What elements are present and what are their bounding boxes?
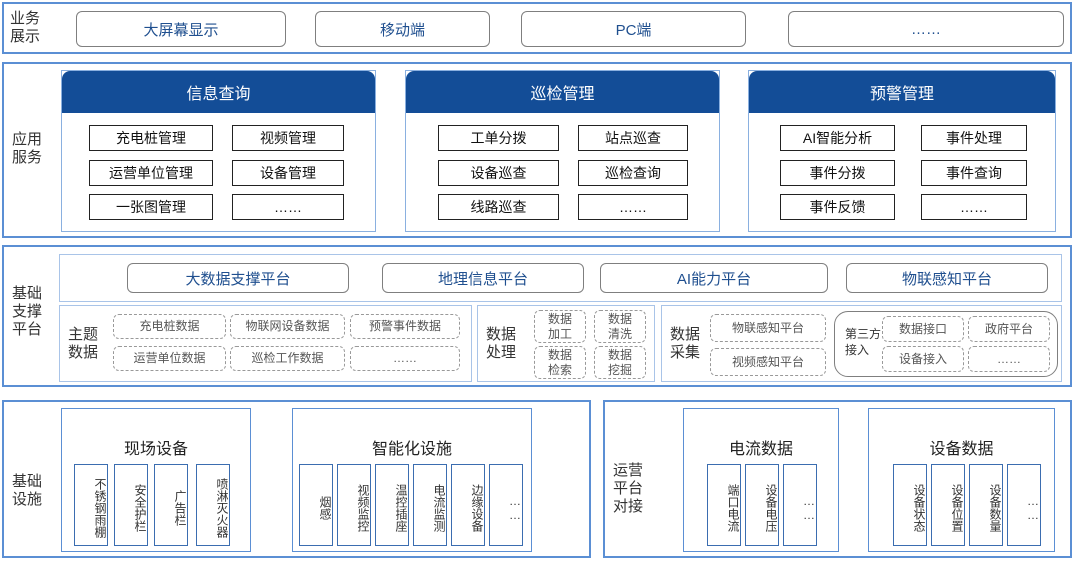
third-party-label: 第三方 接入 xyxy=(845,327,882,357)
application-layer: 应用 服务 信息查询 充电桩管理 视频管理 运营单位管理 设备管理 一张图管理 … xyxy=(2,62,1072,238)
card-info-query: 信息查询 充电桩管理 视频管理 运营单位管理 设备管理 一张图管理 …… xyxy=(61,70,376,232)
current-item-port: 端口电流 xyxy=(707,464,741,546)
application-label: 应用 服务 xyxy=(12,131,43,166)
warning-item-more: …… xyxy=(921,194,1027,220)
processing-item-search: 数据 检索 xyxy=(534,346,586,379)
inspection-item-site: 站点巡查 xyxy=(578,125,688,151)
field-item-canopy: 不锈钢雨棚 xyxy=(74,464,108,546)
collection-item-iot: 物联感知平台 xyxy=(710,314,826,342)
card-warning-title: 预警管理 xyxy=(749,71,1055,113)
data-collection-section: 数据 采集 物联感知平台 视频感知平台 第三方 接入 数据接口 政府平台 设备接… xyxy=(661,305,1062,382)
data-processing-section: 数据 处理 数据 加工 数据 清洗 数据 检索 数据 挖掘 xyxy=(477,305,655,382)
current-data-group: 电流数据 端口电流 设备电压 …… xyxy=(683,408,839,552)
field-item-billboard: 广告栏 xyxy=(154,464,188,546)
third-party-item-gov: 政府平台 xyxy=(968,316,1050,342)
theme-item-more: …… xyxy=(350,346,460,371)
platform-row: 大数据支撑平台 地理信息平台 AI能力平台 物联感知平台 xyxy=(59,254,1062,302)
theme-item-inspection: 巡检工作数据 xyxy=(230,346,345,371)
warning-item-ai: AI智能分析 xyxy=(780,125,895,151)
current-item-voltage: 设备电压 xyxy=(745,464,779,546)
inspection-item-line: 线路巡查 xyxy=(438,194,559,220)
smart-item-video: 视频监控 xyxy=(337,464,371,546)
smart-item-current: 电流监测 xyxy=(413,464,447,546)
info-item-device: 设备管理 xyxy=(232,160,344,186)
info-item-more: …… xyxy=(232,194,344,220)
processing-item-process: 数据 加工 xyxy=(534,310,586,343)
data-collection-label: 数据 采集 xyxy=(670,326,701,361)
smart-item-edge: 边缘设备 xyxy=(451,464,485,546)
warning-item-query: 事件查询 xyxy=(921,160,1027,186)
device-item-location: 设备位置 xyxy=(931,464,965,546)
processing-item-mine: 数据 挖掘 xyxy=(594,346,646,379)
smart-item-more: …… xyxy=(489,464,523,546)
inspection-item-dispatch: 工单分拨 xyxy=(438,125,559,151)
business-item-mobile: 移动端 xyxy=(315,11,490,47)
field-item-extinguisher: 喷淋灭火器 xyxy=(196,464,230,546)
third-party-item-api: 数据接口 xyxy=(882,316,964,342)
device-data-group: 设备数据 设备状态 设备位置 设备数量 …… xyxy=(868,408,1055,552)
business-display-layer: 业务 展示 大屏幕显示 移动端 PC端 …… xyxy=(2,2,1072,54)
card-inspection: 巡检管理 工单分拨 站点巡查 设备巡查 巡检查询 线路巡查 …… xyxy=(405,70,720,232)
smart-item-socket: 温控插座 xyxy=(375,464,409,546)
theme-item-warning: 预警事件数据 xyxy=(350,314,460,339)
field-item-guardrail: 安全护栏 xyxy=(114,464,148,546)
third-party-item-device: 设备接入 xyxy=(882,346,964,372)
card-inspection-title: 巡检管理 xyxy=(406,71,719,113)
theme-item-charger: 充电桩数据 xyxy=(113,314,226,339)
smart-facility-title: 智能化设施 xyxy=(371,441,452,458)
current-item-more: …… xyxy=(783,464,817,546)
collection-item-video: 视频感知平台 xyxy=(710,348,826,376)
card-warning: 预警管理 AI智能分析 事件处理 事件分拨 事件查询 事件反馈 …… xyxy=(748,70,1056,232)
theme-item-iot-device: 物联网设备数据 xyxy=(230,314,345,339)
theme-data-section: 主题 数据 充电桩数据 物联网设备数据 预警事件数据 运营单位数据 巡检工作数据… xyxy=(59,305,472,382)
device-item-more: …… xyxy=(1007,464,1041,546)
infrastructure-layer: 基础 设施 现场设备 不锈钢雨棚 安全护栏 广告栏 喷淋灭火器 智能化设施 烟感… xyxy=(2,400,591,558)
support-layer: 基础 支撑 平台 大数据支撑平台 地理信息平台 AI能力平台 物联感知平台 主题… xyxy=(2,245,1072,387)
business-item-big-screen: 大屏幕显示 xyxy=(76,11,286,47)
data-processing-label: 数据 处理 xyxy=(486,326,517,361)
info-item-map: 一张图管理 xyxy=(89,194,213,220)
infrastructure-label: 基础 设施 xyxy=(12,473,43,508)
third-party-item-more: …… xyxy=(968,346,1050,372)
business-item-pc: PC端 xyxy=(521,11,746,47)
inspection-item-query: 巡检查询 xyxy=(578,160,688,186)
inspection-item-more: …… xyxy=(578,194,688,220)
info-item-operator: 运营单位管理 xyxy=(89,160,213,186)
platform-bigdata: 大数据支撑平台 xyxy=(127,263,349,293)
warning-item-handle: 事件处理 xyxy=(921,125,1027,151)
platform-ai: AI能力平台 xyxy=(600,263,828,293)
theme-item-operator: 运营单位数据 xyxy=(113,346,226,371)
card-info-query-title: 信息查询 xyxy=(62,71,375,113)
business-item-more: …… xyxy=(788,11,1064,47)
operation-label: 运营 平台 对接 xyxy=(613,462,644,515)
theme-data-label: 主题 数据 xyxy=(68,326,99,361)
smart-facility-group: 智能化设施 烟感 视频监控 温控插座 电流监测 边缘设备 …… xyxy=(292,408,532,552)
inspection-item-device: 设备巡查 xyxy=(438,160,559,186)
smart-item-smoke: 烟感 xyxy=(299,464,333,546)
field-equipment-group: 现场设备 不锈钢雨棚 安全护栏 广告栏 喷淋灭火器 xyxy=(61,408,251,552)
device-item-status: 设备状态 xyxy=(893,464,927,546)
info-item-video: 视频管理 xyxy=(232,125,344,151)
platform-gis: 地理信息平台 xyxy=(382,263,584,293)
operation-layer: 运营 平台 对接 电流数据 端口电流 设备电压 …… 设备数据 设备状态 设备位… xyxy=(603,400,1072,558)
third-party-group: 第三方 接入 数据接口 政府平台 设备接入 …… xyxy=(834,311,1058,377)
warning-item-dispatch: 事件分拨 xyxy=(780,160,895,186)
device-item-count: 设备数量 xyxy=(969,464,1003,546)
processing-item-clean: 数据 清洗 xyxy=(594,310,646,343)
field-equipment-title: 现场设备 xyxy=(123,441,188,458)
support-label: 基础 支撑 平台 xyxy=(12,285,43,338)
current-data-title: 电流数据 xyxy=(728,441,793,458)
info-item-charger: 充电桩管理 xyxy=(89,125,213,151)
warning-item-feedback: 事件反馈 xyxy=(780,194,895,220)
device-data-title: 设备数据 xyxy=(929,441,994,458)
platform-iot: 物联感知平台 xyxy=(846,263,1048,293)
business-display-label: 业务 展示 xyxy=(10,10,41,45)
